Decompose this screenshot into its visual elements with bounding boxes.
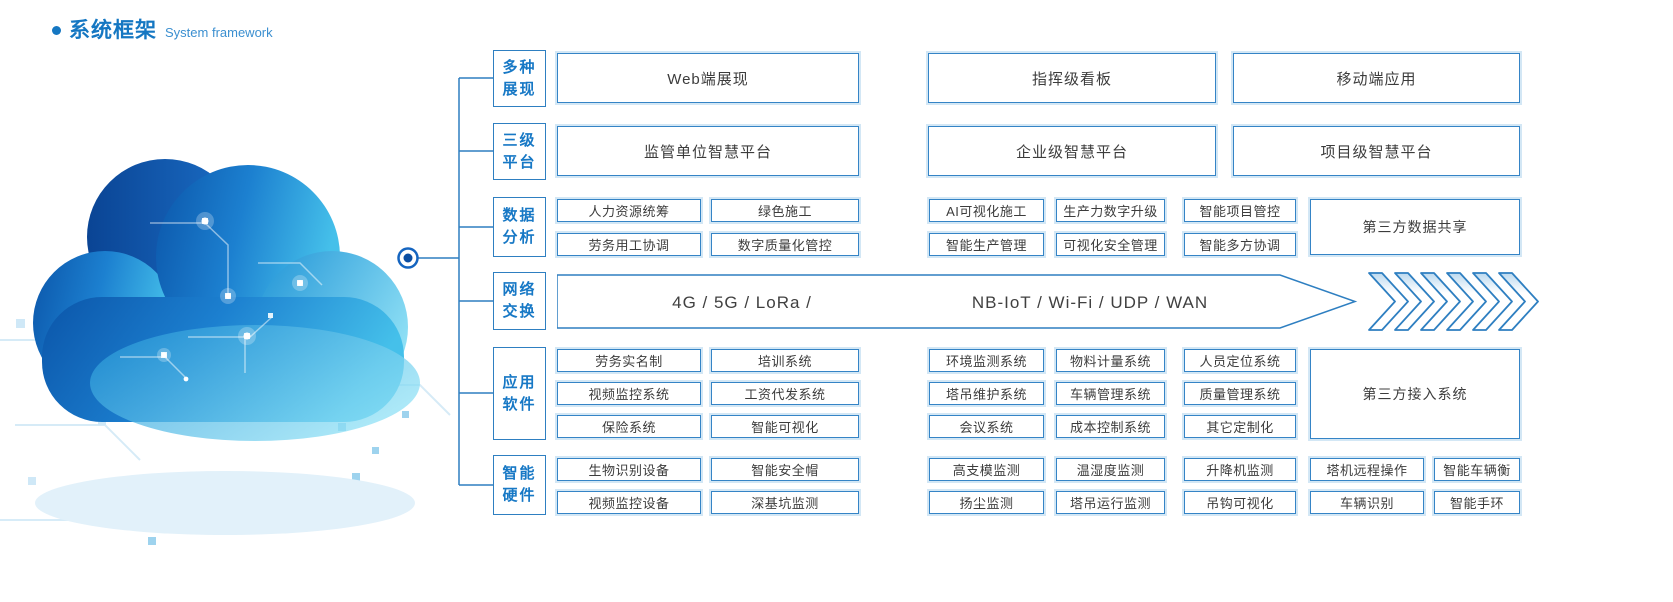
- diagram-box: 数字质量化管控: [711, 233, 859, 256]
- diagram-box: 指挥级看板: [928, 53, 1216, 103]
- diagram-box: 绿色施工: [711, 199, 859, 222]
- row-label-text: 交换: [502, 303, 537, 320]
- diagram-box: 质量管理系统: [1184, 382, 1296, 405]
- hub-node-icon: [397, 247, 419, 269]
- diagram-box: 成本控制系统: [1056, 415, 1165, 438]
- diagram-box: 项目级智慧平台: [1233, 126, 1520, 176]
- diagram-box: 保险系统: [557, 415, 701, 438]
- row-label-text: 三级: [502, 131, 537, 149]
- row-label-software: 应用 软件: [493, 347, 546, 440]
- cloud-illustration: [0, 159, 451, 545]
- diagram-box: 人力资源统筹: [557, 199, 701, 222]
- chevron-arrows-icon: [1368, 272, 1539, 331]
- diagram-box: 高支模监测: [929, 458, 1044, 481]
- diagram-box: 扬尘监测: [929, 491, 1044, 514]
- row-label-text: 智能: [502, 465, 537, 483]
- diagram-box: 智能手环: [1434, 491, 1520, 514]
- diagram-box: 智能车辆衡: [1434, 458, 1520, 481]
- row-label-data-analysis: 数据 分析: [493, 197, 546, 257]
- diagram-box: 车辆管理系统: [1056, 382, 1165, 405]
- diagram-box: 智能多方协调: [1184, 233, 1296, 256]
- diagram-box: 升降机监测: [1184, 458, 1296, 481]
- diagram-box: 可视化安全管理: [1056, 233, 1165, 256]
- diagram-box: 第三方数据共享: [1310, 199, 1520, 255]
- network-text-right: NB-IoT / Wi-Fi / UDP / WAN: [972, 293, 1208, 312]
- diagram-box: 视频监控设备: [557, 491, 701, 514]
- diagram-box: 会议系统: [929, 415, 1044, 438]
- title-zh: 系统框架: [69, 19, 157, 42]
- diagram-box: AI可视化施工: [929, 199, 1044, 222]
- diagram-box: 智能生产管理: [929, 233, 1044, 256]
- diagram-box: 温湿度监测: [1056, 458, 1165, 481]
- diagram-box: 吊钩可视化: [1184, 491, 1296, 514]
- diagram-box: 智能项目管控: [1184, 199, 1296, 222]
- diagram-box: 塔吊维护系统: [929, 382, 1044, 405]
- diagram-box: Web端展现: [557, 53, 859, 103]
- network-arrow-shape: [557, 274, 1358, 329]
- diagram-box: 其它定制化: [1184, 415, 1296, 438]
- diagram-box: 深基坑监测: [711, 491, 859, 514]
- row-label-text: 数据: [502, 207, 537, 225]
- row-label-text: 展现: [502, 80, 537, 98]
- page-title: 系统框架 System framework: [52, 14, 273, 44]
- row-label-text: 平台: [502, 153, 537, 171]
- row-label-text: 分析: [502, 229, 537, 246]
- diagram-box: 智能安全帽: [711, 458, 859, 481]
- row-label-text: 多种: [502, 58, 537, 76]
- diagram-box: 劳务实名制: [557, 349, 701, 372]
- diagram-box: 环境监测系统: [929, 349, 1044, 372]
- diagram-box: 第三方接入系统: [1310, 349, 1520, 439]
- diagram-box: 移动端应用: [1233, 53, 1520, 103]
- diagram-box: 生产力数字升级: [1056, 199, 1165, 222]
- diagram-box: 塔吊运行监测: [1056, 491, 1165, 514]
- row-label-hardware: 智能 硬件: [493, 455, 546, 515]
- network-text-left: 4G / 5G / LoRa /: [672, 293, 812, 312]
- network-bar: 4G / 5G / LoRa / NB-IoT / Wi-Fi / UDP / …: [557, 272, 1539, 331]
- title-bullet-icon: [52, 25, 61, 35]
- diagram-box: 劳务用工协调: [557, 233, 701, 256]
- diagram-box: 企业级智慧平台: [928, 126, 1216, 176]
- diagram-box: 智能可视化: [711, 415, 859, 438]
- diagram-box: 工资代发系统: [711, 382, 859, 405]
- diagram-box: 塔机远程操作: [1310, 458, 1424, 481]
- row-label-platform: 三级 平台: [493, 123, 546, 180]
- diagram-box: 人员定位系统: [1184, 349, 1296, 372]
- diagram-box: 生物识别设备: [557, 458, 701, 481]
- row-label-text: 网络: [502, 281, 537, 299]
- row-label-text: 软件: [502, 395, 537, 413]
- diagram-box: 车辆识别: [1310, 491, 1424, 514]
- diagram-box: 视频监控系统: [557, 382, 701, 405]
- row-label-text: 硬件: [502, 487, 537, 504]
- diagram-box: 物料计量系统: [1056, 349, 1165, 372]
- row-label-display: 多种 展现: [493, 50, 546, 107]
- title-en: System framework: [165, 25, 273, 40]
- row-label-text: 应用: [502, 373, 537, 391]
- diagram-box: 培训系统: [711, 349, 859, 372]
- diagram-box: 监管单位智慧平台: [557, 126, 859, 176]
- row-label-network: 网络 交换: [493, 272, 546, 330]
